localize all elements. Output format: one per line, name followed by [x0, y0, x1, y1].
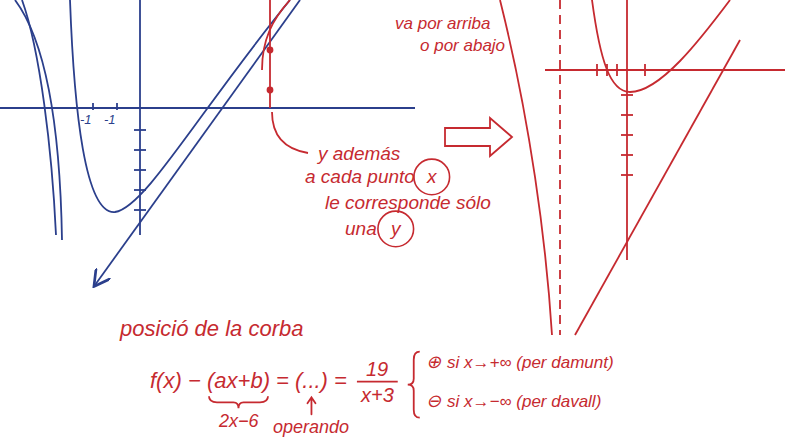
axis-label: -1 [104, 113, 116, 128]
note-text: le corresponde sólo [325, 192, 491, 214]
fraction-bar [357, 381, 398, 383]
note-text: y además [318, 143, 400, 165]
section-heading: posició de la corba [120, 316, 303, 341]
note-text: una [345, 218, 377, 240]
left-graph [0, 0, 415, 285]
oblique-asymptote [95, 0, 300, 285]
x-axis [545, 69, 785, 71]
red-marks [262, 0, 308, 153]
vertical-asymptote [559, 0, 561, 335]
formula-part: (ax+b) [207, 368, 270, 393]
oblique-asymptote [575, 40, 740, 335]
case-text: si x→+∞ (per damunt) [447, 353, 614, 373]
underbrace [209, 396, 268, 408]
fraction-denominator: x+3 [361, 384, 394, 407]
pointer-arrow [307, 397, 315, 414]
hollow-arrow [445, 118, 512, 156]
left-branch [15, 0, 62, 240]
sign-symbol: ⊖ [426, 391, 441, 412]
upper-branch [592, 0, 730, 92]
formula-note: operando [273, 417, 349, 438]
variable-circle [414, 159, 450, 195]
formula-part: f(x) − [150, 368, 201, 393]
right-branch [70, 0, 290, 212]
case-text: si x→−∞ (per davall) [447, 392, 601, 412]
formula-part: = (...) = [276, 368, 347, 393]
underbrace-label: 2x−6 [219, 411, 259, 432]
sign-symbol: ⊕ [426, 352, 441, 373]
note-text: a cada punto [305, 166, 415, 188]
leader-line [272, 112, 308, 153]
y-axis [139, 0, 141, 235]
fraction-numerator: 19 [366, 358, 388, 381]
circled-variable: x [427, 166, 437, 188]
case-brace [408, 352, 420, 418]
axis-label: -1 [80, 113, 92, 128]
note-text: va por arriba [395, 14, 490, 34]
right-graph [500, 0, 785, 335]
y-axis [626, 0, 628, 260]
lower-branch [500, 0, 552, 335]
note-text: o por abajo [420, 36, 505, 56]
variable-circle [378, 211, 414, 247]
circled-variable: y [391, 218, 401, 240]
